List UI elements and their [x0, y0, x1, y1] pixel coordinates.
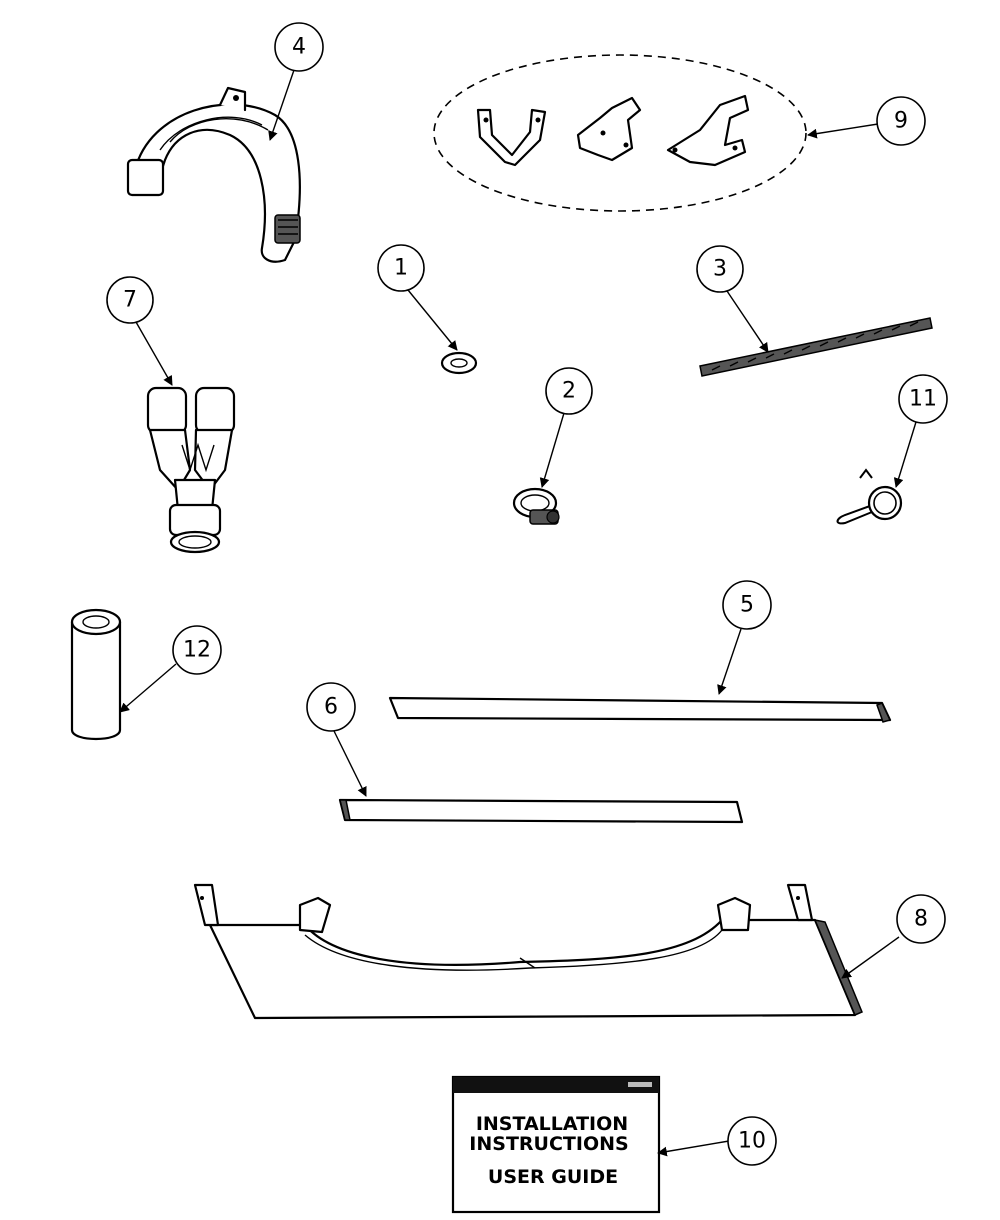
leader-2 [539, 412, 565, 488]
leader-8 [841, 936, 900, 979]
callout-6: 6 [306, 682, 356, 732]
callout-12: 12 [172, 625, 222, 675]
callout-9: 9 [876, 96, 926, 146]
callout-2: 2 [545, 367, 593, 415]
manual-title-line-3: USER GUIDE [488, 1166, 618, 1188]
part-9-bracket-set [433, 54, 807, 212]
svg-text:1: 1 [394, 256, 408, 281]
svg-text:4: 4 [292, 35, 306, 60]
leader-7 [135, 321, 173, 386]
svg-text:5: 5 [740, 593, 754, 618]
svg-text:2: 2 [562, 379, 576, 404]
svg-text:6: 6 [324, 695, 338, 720]
leader-3 [726, 290, 769, 353]
part-5-long-strip [388, 696, 892, 723]
leader-5 [717, 628, 742, 695]
part-7-y-fitting [146, 386, 236, 554]
part-12-cylinder-sleeve [70, 608, 122, 740]
part-11-wire-clip [836, 468, 903, 525]
svg-text:8: 8 [914, 907, 928, 932]
leader-11 [893, 421, 917, 488]
leader-9 [807, 123, 879, 139]
part-3-threaded-rod [699, 317, 933, 377]
svg-text:9: 9 [894, 109, 908, 134]
svg-text:12: 12 [183, 638, 211, 663]
callout-3: 3 [696, 245, 744, 293]
leader-lines [119, 69, 917, 1157]
callout-8: 8 [896, 894, 946, 944]
leader-6 [333, 730, 367, 797]
svg-text:3: 3 [713, 257, 727, 282]
part-8-front-panel [193, 883, 863, 1020]
leader-4 [268, 69, 295, 141]
callout-balloons: 4 9 1 3 7 2 11 5 [106, 22, 948, 1166]
part-10-manual: INSTALLATION INSTRUCTIONS USER GUIDE [451, 1075, 661, 1214]
callout-4: 4 [274, 22, 324, 72]
callout-11: 11 [898, 374, 948, 424]
part-6-short-strip [338, 798, 744, 824]
part-2-hose-clamp [512, 487, 560, 525]
svg-text:7: 7 [123, 288, 137, 313]
part-1-washer [440, 351, 478, 375]
callout-1: 1 [377, 244, 425, 292]
callout-7: 7 [106, 276, 154, 324]
manual-title-line-2: INSTRUCTIONS [469, 1133, 628, 1155]
callout-10: 10 [727, 1116, 777, 1166]
manual-title-line-1: INSTALLATION [476, 1113, 628, 1135]
part-4-curved-bracket [126, 86, 301, 263]
leader-1 [407, 289, 458, 351]
part-9-group-outline [433, 54, 807, 212]
svg-text:11: 11 [909, 387, 937, 412]
leader-10 [657, 1140, 730, 1157]
callout-5: 5 [722, 580, 772, 630]
svg-text:10: 10 [738, 1129, 766, 1154]
leader-12 [119, 663, 177, 713]
